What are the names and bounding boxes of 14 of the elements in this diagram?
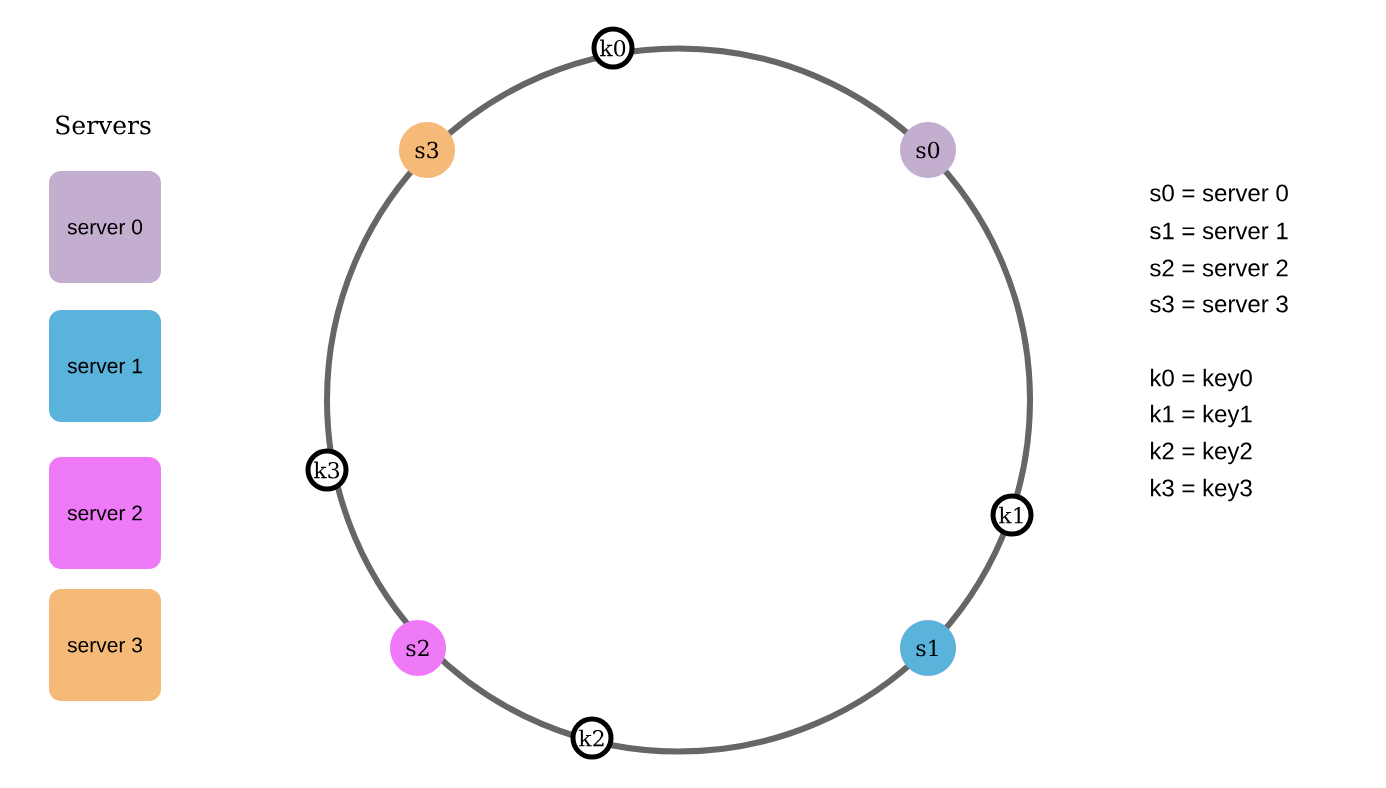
server-box: server 2 — [49, 457, 161, 569]
legend-text: k0 = key0 — [1151, 368, 1252, 392]
legend-text: s3 = server 3 — [1150, 295, 1288, 313]
server-box: server 1 — [49, 310, 161, 422]
legend-text: k2 = key2 — [1151, 441, 1252, 465]
legend-text: s2 = server 2 — [1150, 259, 1288, 277]
legend-text: k1 = key1 — [1151, 404, 1252, 428]
legend-text: k3 = key3 — [1151, 478, 1252, 502]
server-box: server 0 — [49, 171, 161, 283]
node-label: k2 — [578, 729, 604, 747]
server-box: server 3 — [49, 589, 161, 701]
legend-text: s0 = server 0 — [1150, 184, 1288, 202]
legend-text: s1 = server 1 — [1150, 222, 1288, 240]
legend-heading: Servers — [56, 115, 151, 135]
